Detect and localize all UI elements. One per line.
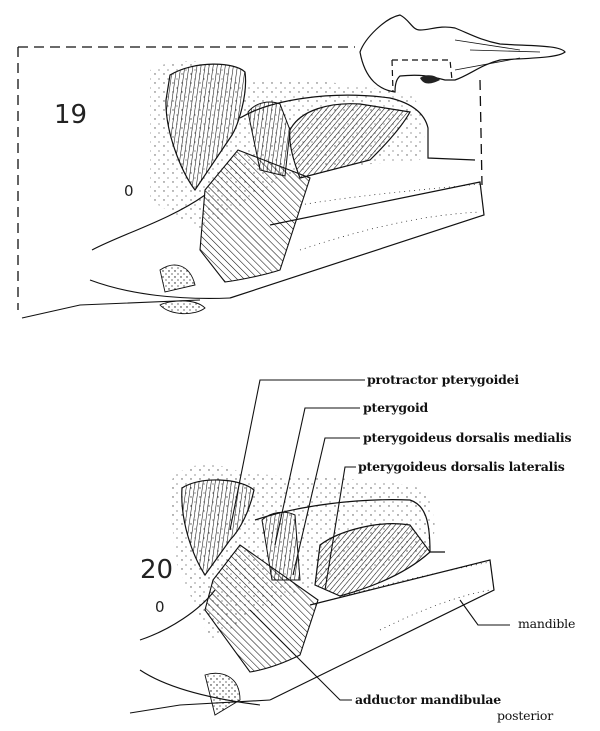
figure-20 [129, 379, 510, 716]
label-adductor-mandibulae: adductor mandibulae [355, 692, 502, 707]
figure-19-eye-mark: 0 [124, 182, 134, 200]
leader-lines [229, 379, 510, 701]
skull-inset [359, 14, 566, 93]
orientation-label: posterior [497, 708, 554, 723]
label-pterygoideus-dorsalis-medialis: pterygoideus dorsalis medialis [363, 430, 572, 445]
figure-19 [17, 14, 566, 319]
figure-19-number: 19 [54, 100, 88, 130]
figure-20-eye-mark: 0 [155, 598, 165, 616]
figure-20-number: 20 [140, 555, 174, 585]
label-pterygoid: pterygoid [363, 400, 429, 415]
label-protractor-pterygoidei: protractor pterygoidei [367, 372, 519, 387]
label-pterygoideus-dorsalis-lateralis: pterygoideus dorsalis lateralis [358, 459, 565, 474]
label-mandible: mandible [518, 616, 576, 631]
